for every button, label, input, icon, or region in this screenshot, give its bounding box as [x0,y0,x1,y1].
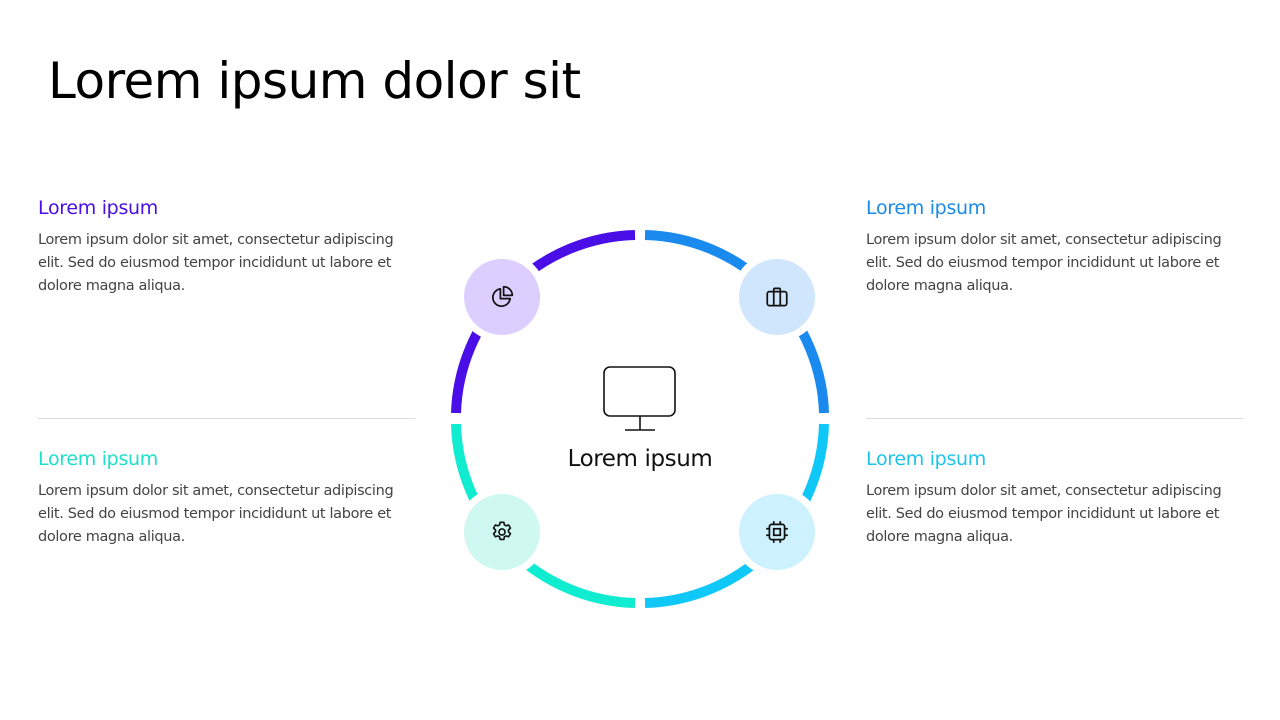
text-block-bottom-left: Lorem ipsum Lorem ipsum dolor sit amet, … [38,448,416,549]
block-heading: Lorem ipsum [38,448,158,470]
center-label: Lorem ipsum [567,446,713,472]
block-body: Lorem ipsum dolor sit amet, consectetur … [38,483,394,545]
monitor-icon [603,366,676,431]
text-block-top-right: Lorem ipsum Lorem ipsum dolor sit amet, … [866,197,1244,298]
chip-icon [766,521,788,543]
gear-icon [492,521,512,541]
block-body: Lorem ipsum dolor sit amet, consectetur … [866,483,1222,545]
divider-left [38,418,415,419]
pie-chart-icon [492,285,514,307]
block-heading: Lorem ipsum [866,197,986,219]
briefcase-icon [766,287,788,307]
block-body: Lorem ipsum dolor sit amet, consectetur … [38,232,394,294]
node-settings [464,494,540,570]
block-heading: Lorem ipsum [38,197,158,219]
slide-title: Lorem ipsum dolor sit [48,52,581,110]
block-body: Lorem ipsum dolor sit amet, consectetur … [866,232,1222,294]
node-technology [739,494,815,570]
text-block-bottom-right: Lorem ipsum Lorem ipsum dolor sit amet, … [866,448,1244,549]
divider-right [866,418,1243,419]
block-heading: Lorem ipsum [866,448,986,470]
text-block-top-left: Lorem ipsum Lorem ipsum dolor sit amet, … [38,197,416,298]
node-analytics [464,259,540,335]
node-business [739,259,815,335]
